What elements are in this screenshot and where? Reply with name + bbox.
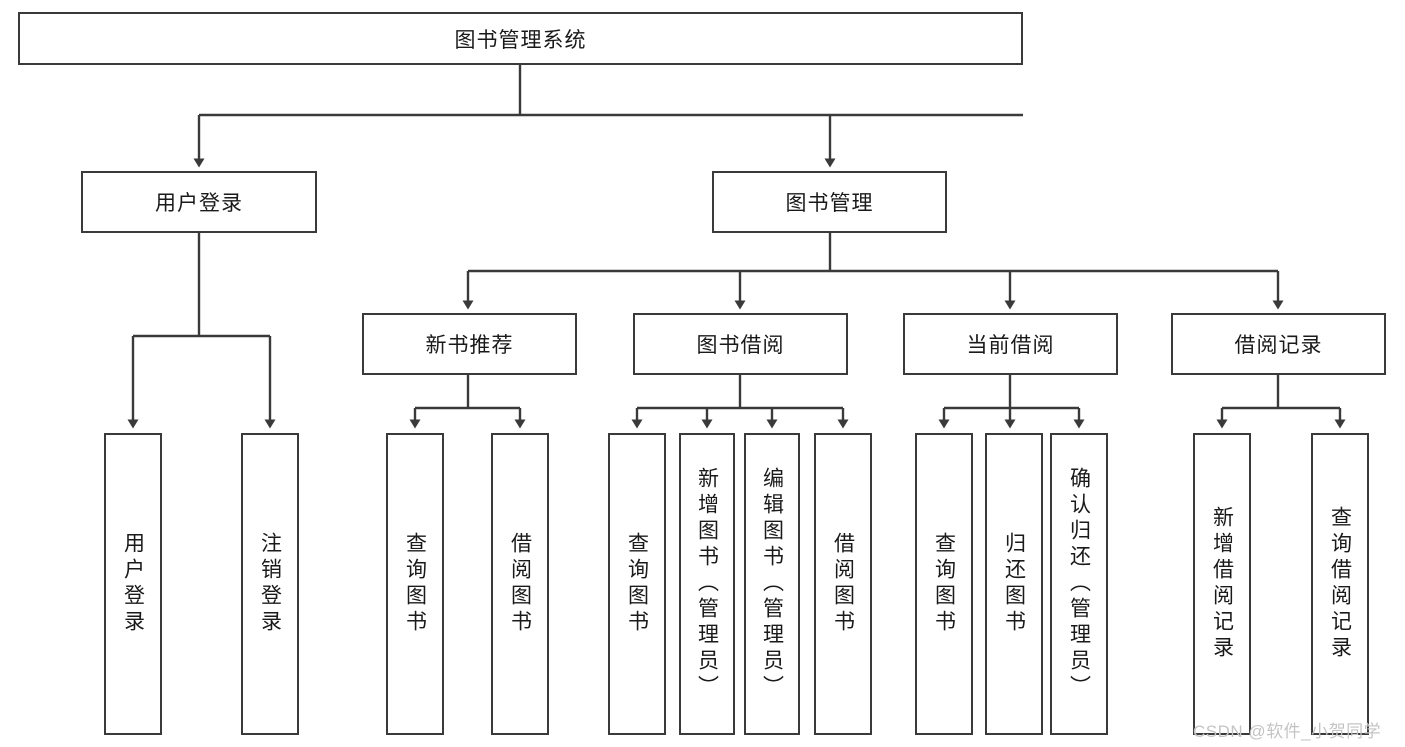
node-book-borrow-label: 图书借阅	[696, 334, 785, 357]
node-leaf-query-record[interactable]: 查询借阅记录	[1311, 433, 1369, 735]
node-leaf-borrow-book-2-label: 借阅图书	[831, 532, 855, 636]
node-leaf-query-book-1-label: 查询图书	[403, 532, 427, 636]
node-book-manage-label: 图书管理	[785, 192, 874, 215]
node-leaf-user-login-label: 用户登录	[121, 532, 145, 636]
node-leaf-add-book[interactable]: 新增图书（管理员）	[679, 433, 735, 735]
node-borrow-record-label: 借阅记录	[1234, 334, 1323, 357]
node-leaf-query-book-2[interactable]: 查询图书	[608, 433, 666, 735]
node-leaf-add-record[interactable]: 新增借阅记录	[1193, 433, 1251, 735]
node-borrow-record[interactable]: 借阅记录	[1171, 313, 1386, 375]
node-leaf-confirm-return[interactable]: 确认归还（管理员）	[1050, 433, 1108, 735]
node-leaf-query-record-label: 查询借阅记录	[1328, 506, 1352, 662]
node-root[interactable]: 图书管理系统	[18, 12, 1023, 65]
watermark: CSDN @软件_小贺同学	[1193, 717, 1381, 742]
node-leaf-confirm-return-label: 确认归还（管理员）	[1067, 467, 1091, 701]
node-book-borrow[interactable]: 图书借阅	[633, 313, 848, 375]
node-user-login-label: 用户登录	[155, 192, 243, 215]
node-new-book-recommend[interactable]: 新书推荐	[362, 313, 577, 375]
node-leaf-borrow-book-1[interactable]: 借阅图书	[491, 433, 549, 735]
node-new-book-recommend-label: 新书推荐	[425, 334, 514, 357]
watermark-text: CSDN @软件_小贺同学	[1193, 722, 1382, 741]
node-leaf-query-book-2-label: 查询图书	[625, 532, 649, 636]
node-book-manage[interactable]: 图书管理	[712, 171, 947, 233]
node-leaf-edit-book-label: 编辑图书（管理员）	[760, 467, 784, 701]
node-leaf-user-login[interactable]: 用户登录	[104, 433, 162, 735]
node-leaf-query-book-3-label: 查询图书	[932, 532, 956, 636]
node-current-borrow-label: 当前借阅	[966, 334, 1055, 357]
node-leaf-borrow-book-1-label: 借阅图书	[508, 532, 532, 636]
node-leaf-return-book[interactable]: 归还图书	[985, 433, 1043, 735]
node-root-label: 图书管理系统	[454, 28, 587, 52]
node-leaf-borrow-book-2[interactable]: 借阅图书	[814, 433, 872, 735]
node-leaf-return-book-label: 归还图书	[1002, 532, 1026, 636]
node-current-borrow[interactable]: 当前借阅	[903, 313, 1118, 375]
node-leaf-add-record-label: 新增借阅记录	[1210, 506, 1234, 662]
node-user-login[interactable]: 用户登录	[81, 171, 317, 233]
node-leaf-add-book-label: 新增图书（管理员）	[695, 467, 719, 701]
node-leaf-edit-book[interactable]: 编辑图书（管理员）	[744, 433, 800, 735]
node-leaf-query-book-3[interactable]: 查询图书	[915, 433, 973, 735]
node-leaf-query-book-1[interactable]: 查询图书	[386, 433, 444, 735]
node-leaf-user-logout-label: 注销登录	[258, 532, 282, 636]
node-leaf-user-logout[interactable]: 注销登录	[241, 433, 299, 735]
